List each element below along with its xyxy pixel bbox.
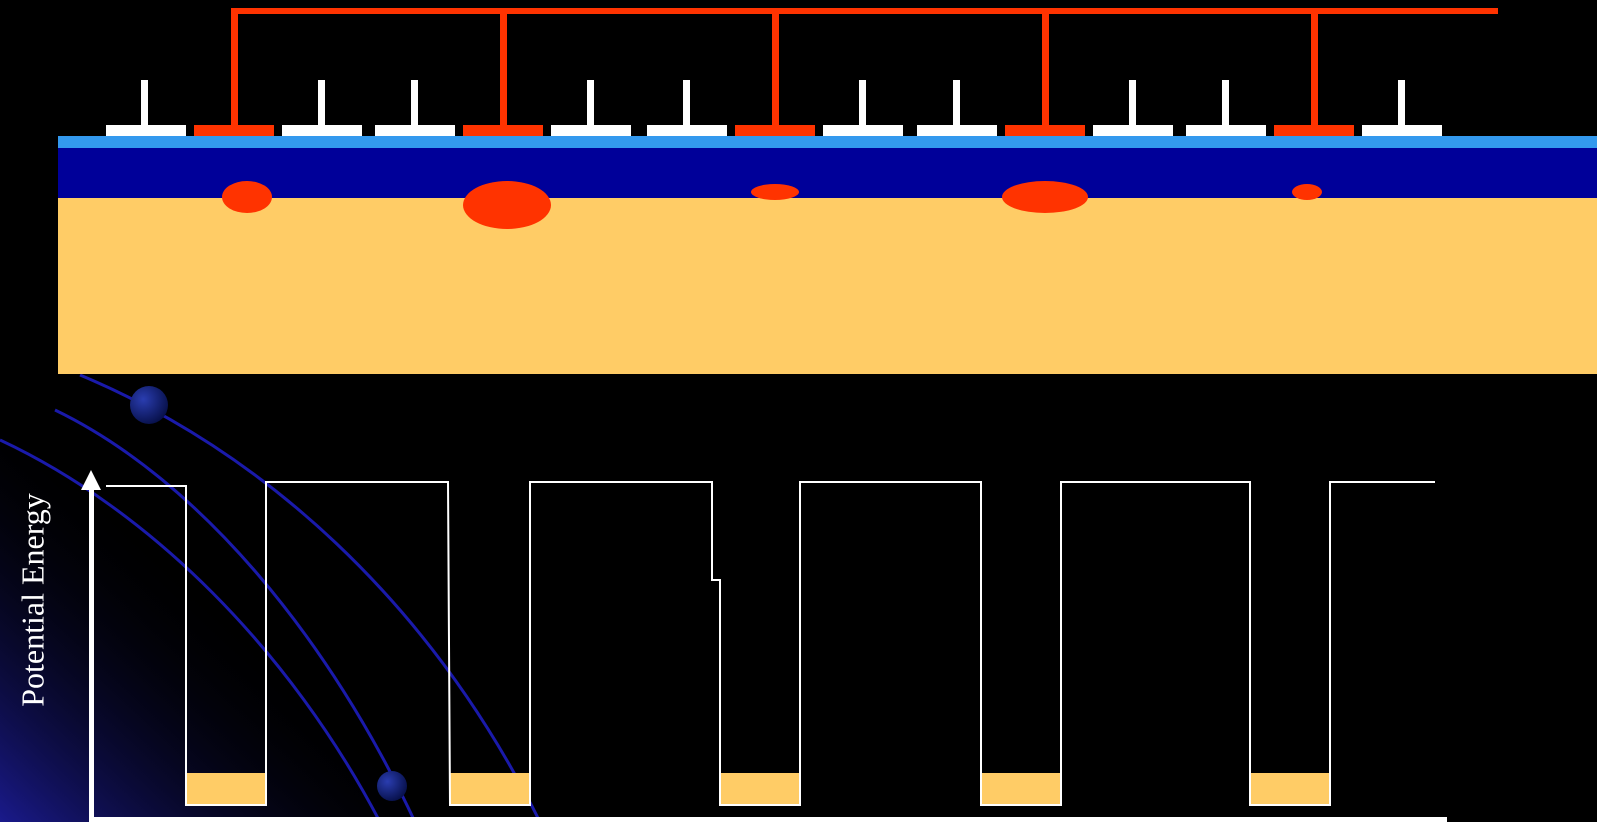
clock-bus-line xyxy=(231,8,1498,14)
ccd-cross-section xyxy=(58,136,1597,374)
decor-ball-2 xyxy=(377,771,407,801)
clock-drop xyxy=(231,8,238,125)
well-charge xyxy=(186,773,266,805)
charge-packet xyxy=(751,184,799,200)
gate-white xyxy=(106,125,186,136)
gate-red xyxy=(735,125,815,136)
clock-drop xyxy=(1311,8,1318,125)
gate-red xyxy=(1005,125,1085,136)
depletion-layer xyxy=(58,148,1597,198)
charge-packet xyxy=(1292,184,1322,200)
gate-white xyxy=(375,125,455,136)
well-charge xyxy=(450,773,530,805)
well-charge xyxy=(981,773,1061,805)
potential-profile xyxy=(106,481,1435,806)
gate-electrodes xyxy=(106,80,1442,136)
axis-label: Potential Energy xyxy=(14,493,51,707)
gate-red xyxy=(463,125,543,136)
potential-axis xyxy=(81,470,1447,822)
corner-glow xyxy=(0,430,420,822)
oxide-layer xyxy=(58,136,1597,148)
clock-drop xyxy=(772,8,779,125)
charge-packet xyxy=(222,181,272,213)
charge-packets xyxy=(222,181,1322,229)
charge-packet xyxy=(463,181,551,229)
charge-packet xyxy=(1002,181,1088,213)
clock-drop xyxy=(500,8,507,125)
decor-line-2 xyxy=(54,408,417,822)
well-charges xyxy=(186,773,1330,805)
gate-red xyxy=(1274,125,1354,136)
gate-white xyxy=(823,125,903,136)
decor-ball-1 xyxy=(130,386,168,424)
clock-bus xyxy=(231,8,1498,125)
gate-white xyxy=(282,125,362,136)
x-axis-line xyxy=(89,817,1447,822)
decor-line-3 xyxy=(0,438,382,822)
well-charge xyxy=(720,773,800,805)
gate-white xyxy=(647,125,727,136)
substrate-layer xyxy=(58,198,1597,374)
gate-white xyxy=(1186,125,1266,136)
well-charge xyxy=(1250,773,1330,805)
gate-white xyxy=(1362,125,1442,136)
clock-drop xyxy=(1042,8,1049,125)
y-axis-line xyxy=(89,488,94,821)
gate-red xyxy=(194,125,274,136)
gate-white xyxy=(917,125,997,136)
gate-white xyxy=(1093,125,1173,136)
gate-white xyxy=(551,125,631,136)
y-axis-arrow xyxy=(81,470,101,490)
